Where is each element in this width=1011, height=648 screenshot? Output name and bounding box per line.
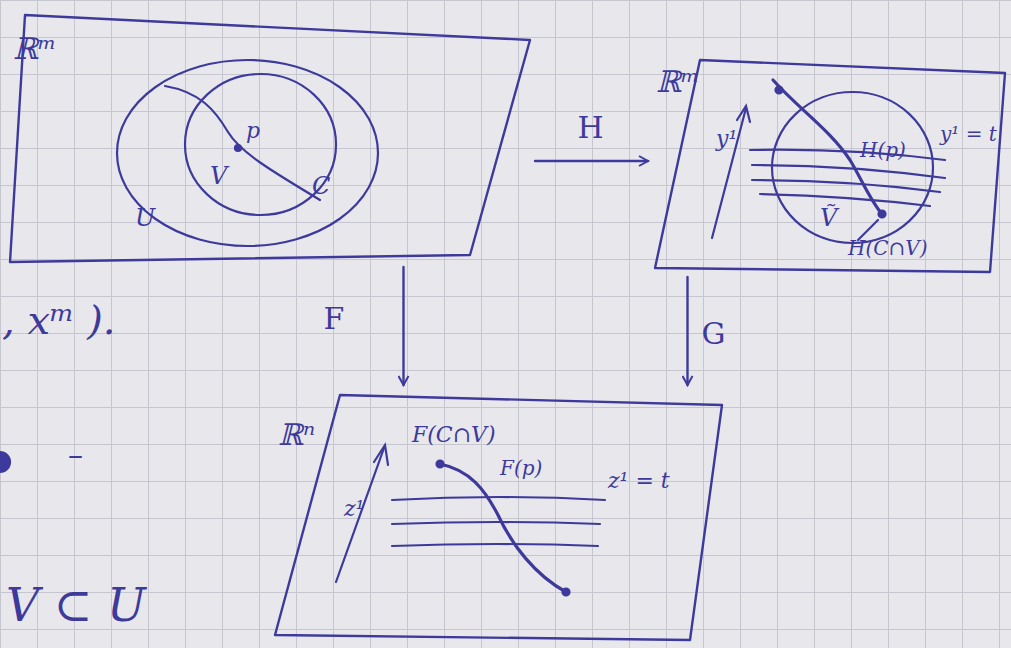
curve-name: C (312, 174, 330, 198)
node-label: ℝᵐ (656, 67, 699, 97)
map-arrow (535, 160, 648, 162)
level-line (392, 544, 598, 546)
curve-end-dot (776, 87, 783, 94)
level-line (392, 497, 605, 500)
node-label: V (210, 164, 227, 188)
space-panel-outline (648, 55, 1008, 277)
space-panel-outline (5, 12, 535, 267)
image-label: H(C∩V) (848, 238, 928, 258)
open-set-oval: Ṽ (770, 90, 935, 245)
curve-f-c (440, 464, 566, 592)
node-label: Ṽ (820, 206, 837, 230)
level-set-label: z¹ = t (608, 470, 670, 492)
map-name: F (324, 304, 345, 334)
z-axis (336, 448, 384, 582)
y-axis (712, 108, 746, 238)
node-label: ℝᵐ (13, 34, 56, 64)
space-panel-outline (272, 385, 727, 645)
map-arrow (686, 277, 688, 385)
node-label: U (135, 206, 155, 230)
point-p (235, 145, 241, 151)
point-name: p (246, 120, 260, 142)
level-line (750, 150, 945, 160)
point-name: F(p) (500, 458, 542, 478)
curve-c (165, 86, 320, 200)
level-line (760, 194, 930, 206)
open-set-oval-outline (770, 90, 935, 245)
level-line (392, 522, 600, 524)
curve-end-dot (437, 461, 444, 468)
level-line (752, 165, 945, 178)
leader-line (858, 220, 878, 240)
note-fragment: V ⊂ U (6, 582, 146, 628)
axis-name: y¹ (716, 128, 737, 150)
note-fragment: , xᵐ ). (2, 300, 116, 340)
level-set-label: y¹ = t (940, 124, 997, 144)
image-label: F(C∩V) (412, 424, 496, 446)
space-panel: ℝⁿ (272, 385, 727, 645)
curve-end-dot (563, 589, 570, 596)
node-label: ℝⁿ (278, 420, 315, 450)
space-panel: ℝᵐṼ (648, 55, 1008, 277)
y-axis-head (737, 106, 750, 122)
z-axis-head (374, 445, 388, 465)
map-name: G (702, 319, 726, 349)
map-arrow (402, 267, 404, 385)
space-panel: ℝᵐUV (5, 12, 535, 267)
axis-name: z¹ (344, 498, 364, 520)
open-set-oval: UV (115, 58, 380, 248)
ink-dot (0, 452, 10, 472)
note-fragment: – (68, 440, 83, 470)
level-line (752, 180, 940, 192)
curve-end-dot (879, 211, 886, 218)
map-name: H (578, 113, 604, 143)
point-name: H(p) (860, 140, 906, 160)
